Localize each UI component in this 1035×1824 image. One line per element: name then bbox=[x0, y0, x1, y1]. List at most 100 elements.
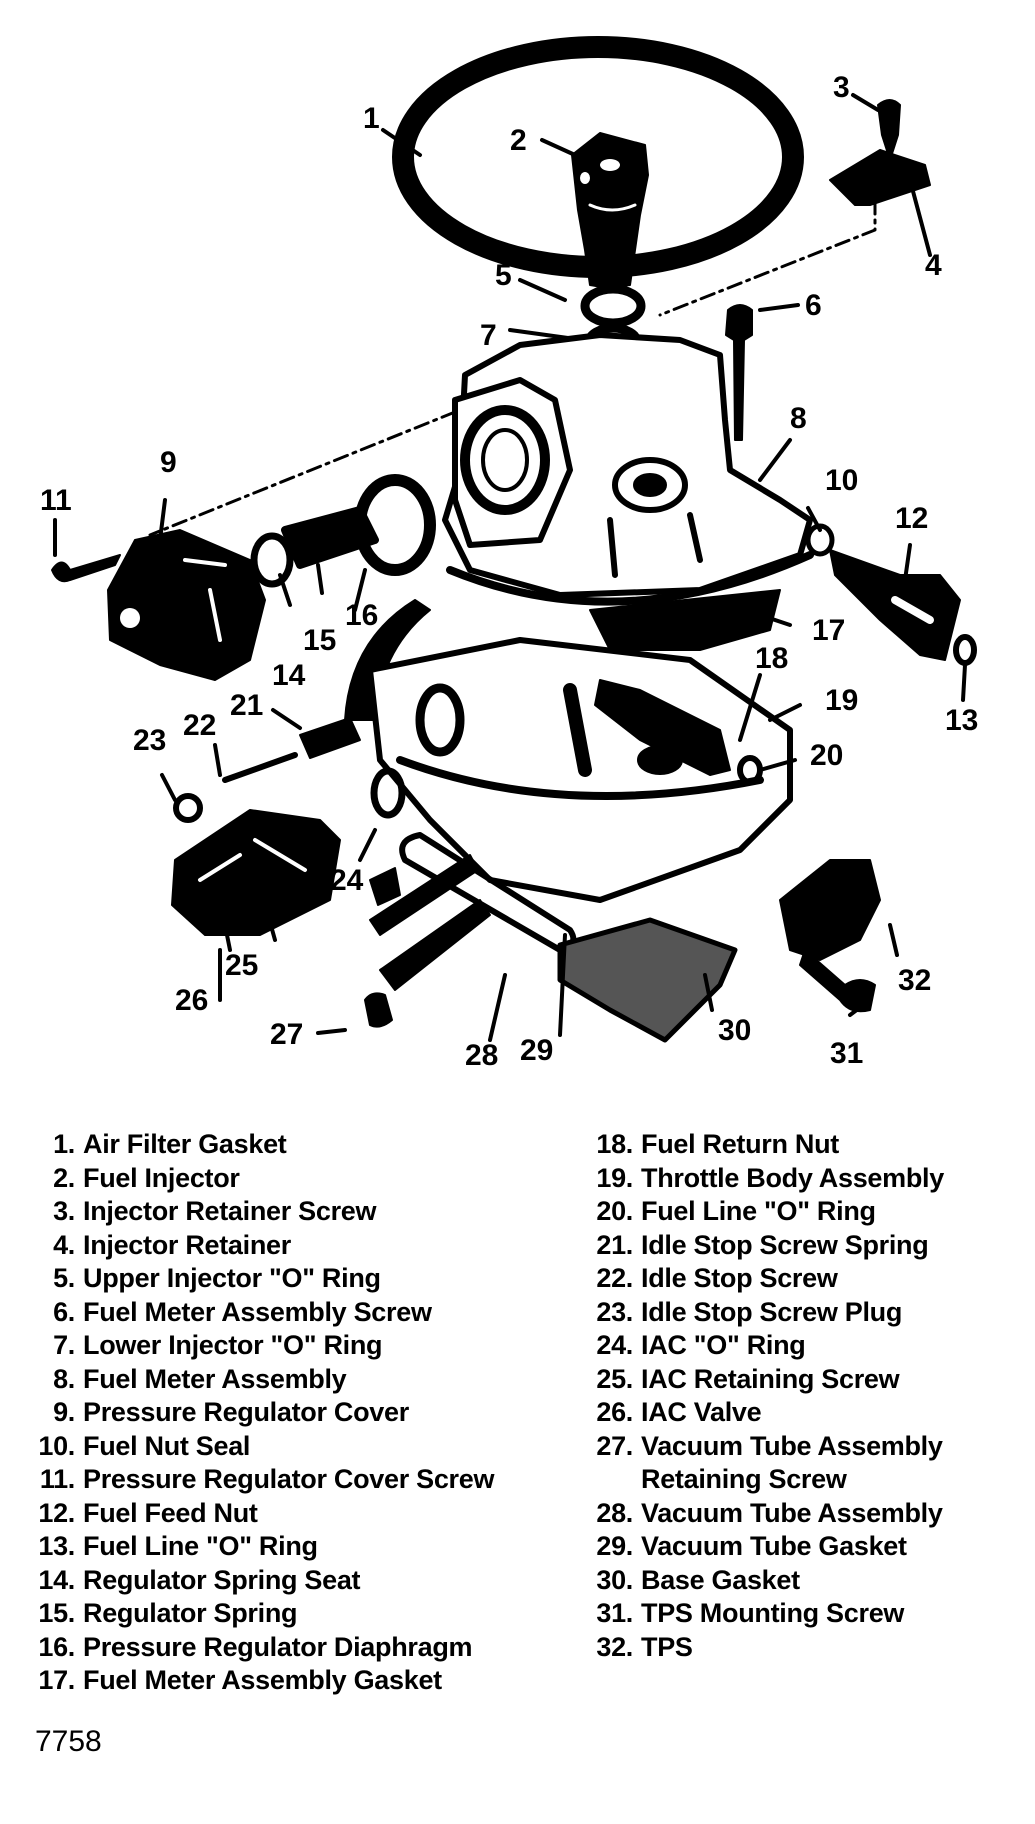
callout-6: 6 bbox=[805, 289, 822, 322]
fuel-feed-nut-part bbox=[829, 549, 961, 661]
callout-23: 23 bbox=[133, 724, 166, 757]
legend-item-label: Fuel Return Nut bbox=[641, 1129, 839, 1159]
legend-item: 8.Fuel Meter Assembly bbox=[35, 1363, 595, 1397]
fuel-meter-assembly-part bbox=[442, 332, 814, 606]
legend-item-number: 20. bbox=[596, 1196, 633, 1226]
regulator-spring-part bbox=[281, 506, 379, 569]
regulator-spring-seat-part bbox=[250, 532, 294, 588]
legend-item-number: 32. bbox=[596, 1631, 633, 1662]
callout-11: 11 bbox=[40, 484, 72, 517]
callout-30: 30 bbox=[718, 1014, 751, 1047]
legend-item-number: 15. bbox=[38, 1598, 75, 1628]
legend-item-label: Pressure Regulator Cover Screw bbox=[83, 1464, 495, 1494]
pressure-regulator-cover-screw-part bbox=[51, 554, 121, 583]
legend-item-number: 8. bbox=[53, 1363, 75, 1394]
callout-32: 32 bbox=[898, 964, 931, 997]
callout-4: 4 bbox=[925, 249, 942, 282]
legend-item-label: Air Filter Gasket bbox=[83, 1129, 287, 1159]
legend-item-number: 18. bbox=[596, 1129, 633, 1159]
legend-item: 2.Fuel Injector bbox=[35, 1162, 595, 1196]
legend-item-label: Upper Injector "O" Ring bbox=[83, 1263, 381, 1293]
legend-item-label: IAC Valve bbox=[641, 1397, 762, 1427]
injector-retainer-part bbox=[829, 149, 931, 206]
legend-item-number: 7. bbox=[53, 1330, 75, 1360]
legend-item-number: 31. bbox=[596, 1598, 633, 1628]
legend-item: 17.Fuel Meter Assembly Gasket bbox=[35, 1664, 595, 1698]
legend-item: 32. TPS bbox=[593, 1631, 1033, 1665]
legend-item-number: 4. bbox=[53, 1229, 75, 1260]
legend-item: 19.Throttle Body Assembly bbox=[593, 1162, 1033, 1196]
legend-item-label: IAC Retaining Screw bbox=[641, 1363, 900, 1394]
legend-item-number: 13. bbox=[38, 1531, 75, 1561]
legend-item-number: 1. bbox=[53, 1129, 75, 1159]
legend-item-label: TPS bbox=[641, 1631, 693, 1662]
legend-item-label: Vacuum Tube Assembly Retaining Screw bbox=[641, 1430, 943, 1495]
legend-item: 26. IAC Valve bbox=[593, 1396, 1033, 1430]
legend-item-label: TPS Mounting Screw bbox=[641, 1598, 905, 1628]
legend-item: 30. Base Gasket bbox=[593, 1564, 1033, 1598]
callout-20: 20 bbox=[810, 739, 843, 772]
legend-item: 27. Vacuum Tube Assembly Retaining Screw bbox=[593, 1430, 1033, 1497]
legend-item-number: 11. bbox=[39, 1464, 75, 1494]
callout-28: 28 bbox=[465, 1039, 498, 1072]
legend-item-number: 14. bbox=[38, 1564, 75, 1595]
legend-item: 14.Regulator Spring Seat bbox=[35, 1564, 595, 1598]
fuel-line-o-ring-part bbox=[953, 634, 977, 666]
fuel-meter-assembly-gasket-part bbox=[589, 589, 781, 651]
legend-item: 15.Regulator Spring bbox=[35, 1597, 595, 1631]
fuel-return-nut-part bbox=[594, 679, 731, 776]
callout-21: 21 bbox=[230, 689, 263, 722]
legend-item-number: 2. bbox=[53, 1162, 75, 1193]
legend-item-label: Fuel Line "O" Ring bbox=[641, 1196, 876, 1226]
iac-o-ring-part bbox=[370, 767, 406, 819]
callout-18: 18 bbox=[755, 642, 788, 675]
injector-retainer-screw-part bbox=[877, 99, 901, 161]
legend-item-number: 30. bbox=[596, 1564, 633, 1595]
legend-item: 20. Fuel Line "O" Ring bbox=[593, 1195, 1033, 1229]
legend-item-label: Fuel Nut Seal bbox=[83, 1430, 251, 1461]
legend-item-label: Fuel Line "O" Ring bbox=[83, 1531, 318, 1561]
legend-item: 5. Upper Injector "O" Ring bbox=[35, 1262, 595, 1296]
legend-item: 28.Vacuum Tube Assembly bbox=[593, 1497, 1033, 1531]
legend-item-number: 5. bbox=[53, 1263, 75, 1293]
legend-item-label: Base Gasket bbox=[641, 1564, 800, 1595]
legend-item-label: Idle Stop Screw Plug bbox=[641, 1296, 903, 1327]
callout-arrows bbox=[53, 93, 967, 1042]
pressure-regulator-cover-part bbox=[107, 529, 266, 681]
legend-item-number: 10. bbox=[38, 1430, 75, 1461]
legend-item-label: Fuel Meter Assembly Gasket bbox=[83, 1665, 442, 1695]
legend-item-label: Vacuum Tube Gasket bbox=[641, 1531, 907, 1561]
legend-item: 25. IAC Retaining Screw bbox=[593, 1363, 1033, 1397]
legend-item-number: 26. bbox=[596, 1397, 633, 1427]
callout-26: 26 bbox=[175, 984, 208, 1017]
legend-item-number: 24. bbox=[596, 1330, 633, 1360]
callout-22: 22 bbox=[183, 709, 216, 742]
legend-item: 3.Injector Retainer Screw bbox=[35, 1195, 595, 1229]
legend-item-label: Pressure Regulator Diaphragm bbox=[83, 1631, 473, 1662]
legend-item: 1. Air Filter Gasket bbox=[35, 1128, 595, 1162]
tps-mounting-screw-part bbox=[799, 949, 876, 1013]
legend-item-number: 25. bbox=[596, 1363, 633, 1394]
vacuum-tube-retaining-screw-part bbox=[364, 992, 393, 1028]
callout-7: 7 bbox=[480, 319, 497, 352]
callout-25: 25 bbox=[225, 949, 258, 982]
legend-item: 16. Pressure Regulator Diaphragm bbox=[35, 1631, 595, 1665]
legend-item-label: Idle Stop Screw Spring bbox=[641, 1229, 929, 1260]
fuel-meter-screw-part bbox=[725, 304, 753, 441]
legend-item-label: Pressure Regulator Cover bbox=[83, 1397, 409, 1427]
legend-item-number: 22. bbox=[596, 1263, 633, 1293]
exploded-view-diagram: 1 2 3 4 5 6 7 8 9 10 11 12 13 14 15 16 1… bbox=[40, 36, 978, 1072]
legend-item-number: 27. bbox=[596, 1430, 633, 1461]
fuel-injector-part bbox=[571, 132, 649, 289]
legend-item-label: Idle Stop Screw bbox=[641, 1263, 838, 1293]
throttle-body-assembly-part bbox=[367, 637, 793, 903]
callout-9: 9 bbox=[160, 446, 177, 479]
callout-19: 19 bbox=[825, 684, 858, 717]
legend-item: 23.Idle Stop Screw Plug bbox=[593, 1296, 1033, 1330]
legend-item-number: 16. bbox=[38, 1631, 75, 1662]
base-gasket-part bbox=[557, 917, 738, 1043]
legend-item-label: Vacuum Tube Assembly bbox=[641, 1497, 943, 1528]
legend-item: 7.Lower Injector "O" Ring bbox=[35, 1329, 595, 1363]
